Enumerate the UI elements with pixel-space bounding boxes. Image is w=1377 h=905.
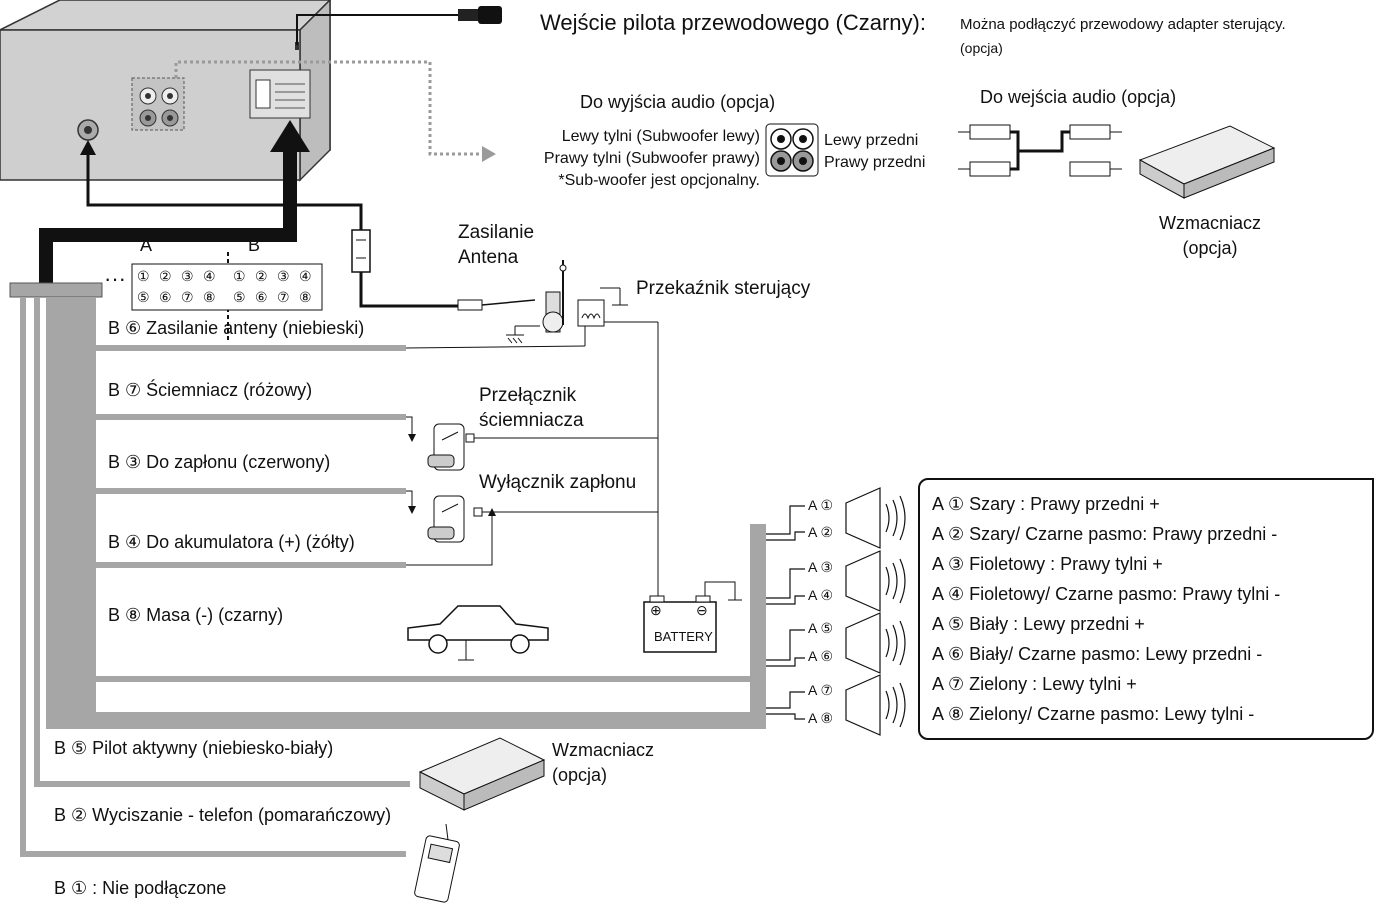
wire-b6-label: B ⑥ Zasilanie anteny (niebieski) — [108, 318, 365, 338]
pin-b8: ⑧ — [299, 289, 312, 305]
audio-out-rear-left: Lewy tylni (Subwoofer lewy) — [561, 128, 760, 145]
speaker-pin-a2: A ② — [808, 524, 834, 540]
speaker-wire-legend — [918, 478, 1374, 740]
legend-item-a5: A ⑤ Biały : Lewy przedni + — [932, 614, 1145, 634]
power-antenna-icon — [481, 260, 567, 344]
audio-out-front-right: Prawy przedni — [824, 154, 926, 171]
pin-a2: ② — [159, 268, 172, 284]
rca-output-icon — [765, 123, 819, 177]
legend-item-a2: A ② Szary/ Czarne pasmo: Prawy przedni - — [932, 524, 1278, 544]
dimmer-switch-label: Przełącznik — [479, 385, 577, 406]
pin-b4: ④ — [299, 268, 312, 284]
subwoofer-note: *Sub-woofer jest opcjonalny. — [558, 172, 760, 189]
amplifier-icon — [1138, 125, 1276, 199]
remote-input-option: (opcja) — [960, 40, 1003, 56]
audio-out-front-left: Lewy przedni — [824, 132, 919, 149]
car-icon — [407, 605, 549, 661]
antenna-power-label: Zasilanie — [458, 222, 535, 243]
remote-amp-label: Wzmacniacz — [552, 740, 655, 760]
wire-b5-label: B ⑤ Pilot aktywny (niebiesko-biały) — [54, 738, 334, 758]
dimmer-switch-label-2: ściemniacza — [479, 410, 584, 431]
amp-label: Wzmacniacz — [1158, 213, 1261, 233]
wire-b7-label: B ⑦ Ściemniacz (różowy) — [108, 380, 313, 400]
remote-amplifier-icon — [418, 737, 546, 811]
rca-cable-icon — [958, 124, 1122, 177]
speaker-pin-a3: A ③ — [808, 559, 834, 575]
battery-icon — [643, 581, 742, 653]
remote-input-label: Wejście pilota przewodowego (Czarny): — [540, 10, 926, 35]
battery-minus: ⊖ — [696, 602, 708, 618]
legend-item-a6: A ⑥ Biały/ Czarne pasmo: Lewy przedni - — [932, 644, 1263, 664]
pin-a5: ⑤ — [137, 289, 150, 305]
pin-b6: ⑥ — [255, 289, 268, 305]
wire-harness — [9, 120, 766, 857]
speakers — [766, 487, 906, 736]
pin-a8: ⑧ — [203, 289, 216, 305]
wire-b1-label: B ① : Nie podłączone — [54, 878, 227, 898]
pin-b5: ⑤ — [233, 289, 246, 305]
speaker-pin-a5: A ⑤ — [808, 620, 834, 636]
phone-icon — [414, 823, 460, 903]
battery-label: BATTERY — [654, 629, 713, 644]
ignition-switch-icon — [427, 495, 483, 543]
remote-input-note: Można podłączyć przewodowy adapter steru… — [960, 16, 1286, 33]
speaker-pin-a7: A ⑦ — [808, 682, 834, 698]
pin-a4: ④ — [203, 268, 216, 284]
connector-b-label: B — [248, 235, 261, 255]
speaker-pin-a1: A ① — [808, 497, 834, 513]
relay-label: Przekaźnik sterujący — [636, 278, 811, 299]
pin-a6: ⑥ — [159, 289, 172, 305]
pin-b3: ③ — [277, 268, 290, 284]
dimmer-switch-icon — [427, 423, 475, 471]
amp-option: (opcja) — [1182, 238, 1238, 258]
remote-amp-option: (opcja) — [552, 765, 608, 785]
antenna-label: Antena — [458, 247, 519, 268]
wire-b8-label: B ⑧ Masa (-) (czarny) — [108, 605, 284, 625]
speaker-pin-a4: A ④ — [808, 587, 834, 603]
legend-item-a1: A ① Szary : Prawy przedni + — [932, 494, 1160, 514]
pin-b2: ② — [255, 268, 268, 284]
audio-out-rear-right: Prawy tylni (Subwoofer prawy) — [543, 150, 760, 167]
head-unit — [0, 0, 332, 182]
legend-item-a3: A ③ Fioletowy : Prawy tylni + — [932, 554, 1163, 574]
pin-a7: ⑦ — [181, 289, 194, 305]
connector-ellipsis: ··· — [104, 266, 126, 291]
audio-out-title: Do wyjścia audio (opcja) — [580, 92, 776, 112]
ignition-switch-label: Wyłącznik zapłonu — [479, 472, 637, 493]
pin-b7: ⑦ — [277, 289, 290, 305]
connector-a-label: A — [140, 235, 153, 255]
pin-a1: ① — [137, 268, 150, 284]
wire-b4-label: B ④ Do akumulatora (+) (żółty) — [108, 532, 355, 552]
legend-item-a7: A ⑦ Zielony : Lewy tylni + — [932, 674, 1137, 694]
wire-b2-label: B ② Wyciszanie - telefon (pomarańczowy) — [54, 805, 392, 825]
legend-item-a8: A ⑧ Zielony/ Czarne pasmo: Lewy tylni - — [932, 704, 1255, 724]
speaker-pin-a8: A ⑧ — [808, 710, 834, 726]
relay-icon — [577, 287, 659, 590]
pin-b1: ① — [233, 268, 246, 284]
wire-b3-label: B ③ Do zapłonu (czerwony) — [108, 452, 331, 472]
pin-a3: ③ — [181, 268, 194, 284]
legend-item-a4: A ④ Fioletowy/ Czarne pasmo: Prawy tylni… — [932, 584, 1281, 604]
speaker-pin-a6: A ⑥ — [808, 648, 834, 664]
battery-plus: ⊕ — [650, 602, 662, 618]
audio-in-title: Do wejścia audio (opcja) — [980, 87, 1177, 107]
